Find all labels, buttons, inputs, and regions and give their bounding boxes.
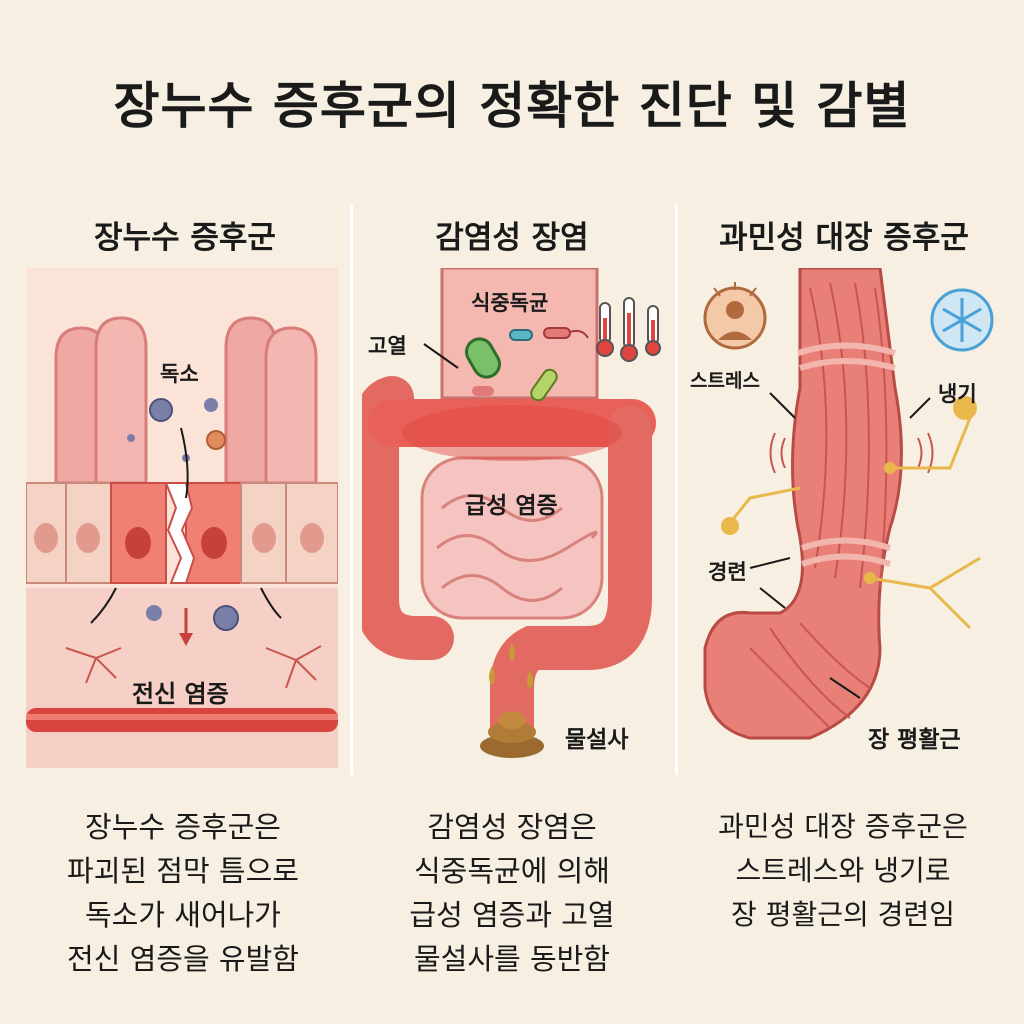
caption-leaky-gut: 장누수 증후군은 파괴된 점막 틈으로 독소가 새어나가 전신 염증을 유발함 — [18, 805, 348, 981]
label-smooth-muscle: 장 평활근 — [868, 727, 961, 753]
snowflake-icon — [930, 288, 994, 352]
caption-line: 식중독균에 의해 — [414, 854, 610, 888]
caption-line: 급성 염증과 고열 — [409, 898, 615, 932]
enteritis-illustration — [362, 268, 662, 768]
small-intestine-loops — [436, 494, 598, 602]
spasm-vibration — [769, 432, 934, 474]
spasm-bands — [797, 342, 896, 567]
label-watery-diarrhea: 물설사 — [565, 727, 629, 753]
panel-heading-ibs: 과민성 대장 증후군 — [719, 220, 969, 256]
pointer-arrows — [749, 392, 931, 699]
drop-icon — [489, 643, 533, 689]
caption-line: 감염성 장염은 — [427, 810, 597, 844]
label-cold: 냉기 — [938, 382, 977, 406]
label-acute-inflammation: 급성 염증 — [465, 493, 558, 519]
caption-ibs: 과민성 대장 증후군은 스트레스와 냉기로 장 평활근의 경련임 — [678, 805, 1008, 937]
label-spasm: 경련 — [708, 560, 747, 584]
panel-heading-leaky-gut: 장누수 증후군 — [94, 220, 276, 256]
caption-line: 스트레스와 냉기로 — [735, 854, 951, 887]
caption-line: 물설사를 동반함 — [414, 942, 610, 976]
ibs-illustration — [690, 268, 1000, 768]
stress-person-icon — [703, 282, 767, 350]
leak-arrows — [90, 427, 282, 624]
villi — [54, 316, 318, 485]
ibs-svg — [703, 268, 994, 740]
label-systemic-inflammation: 전신 염증 — [132, 680, 229, 708]
caption-line: 독소가 새어나가 — [85, 898, 281, 932]
caption-line: 과민성 대장 증후군은 — [718, 810, 968, 843]
immune-cells — [65, 645, 322, 689]
toxin-particle-icon — [127, 398, 239, 631]
stool-icon — [480, 711, 544, 758]
divider-right — [675, 205, 678, 775]
enteritis-svg — [362, 268, 661, 758]
thermometer-icon — [596, 297, 661, 362]
epithelial-cells — [26, 482, 338, 584]
label-food-poisoning-bacteria: 식중독균 — [471, 291, 549, 315]
label-stress: 스트레스 — [690, 370, 760, 392]
leaky-gut-svg — [26, 268, 338, 768]
caption-line: 장누수 증후군은 — [85, 810, 281, 844]
page-title: 장누수 증후군의 정확한 진단 및 감별 — [113, 77, 911, 135]
panel-heading-infectious-enteritis: 감염성 장염 — [435, 220, 589, 256]
caption-line: 전신 염증을 유발함 — [67, 942, 299, 976]
divider-left — [350, 205, 353, 775]
label-toxin: 독소 — [160, 362, 199, 386]
label-high-fever: 고열 — [368, 334, 407, 358]
caption-line: 파괴된 점막 틈으로 — [67, 854, 299, 888]
caption-line: 장 평활근의 경련임 — [731, 898, 955, 931]
caption-infectious-enteritis: 감염성 장염은 식중독균에 의해 급성 염증과 고열 물설사를 동반함 — [347, 805, 677, 981]
bacteria-icon — [465, 327, 589, 402]
leaky-gut-illustration — [26, 268, 338, 768]
